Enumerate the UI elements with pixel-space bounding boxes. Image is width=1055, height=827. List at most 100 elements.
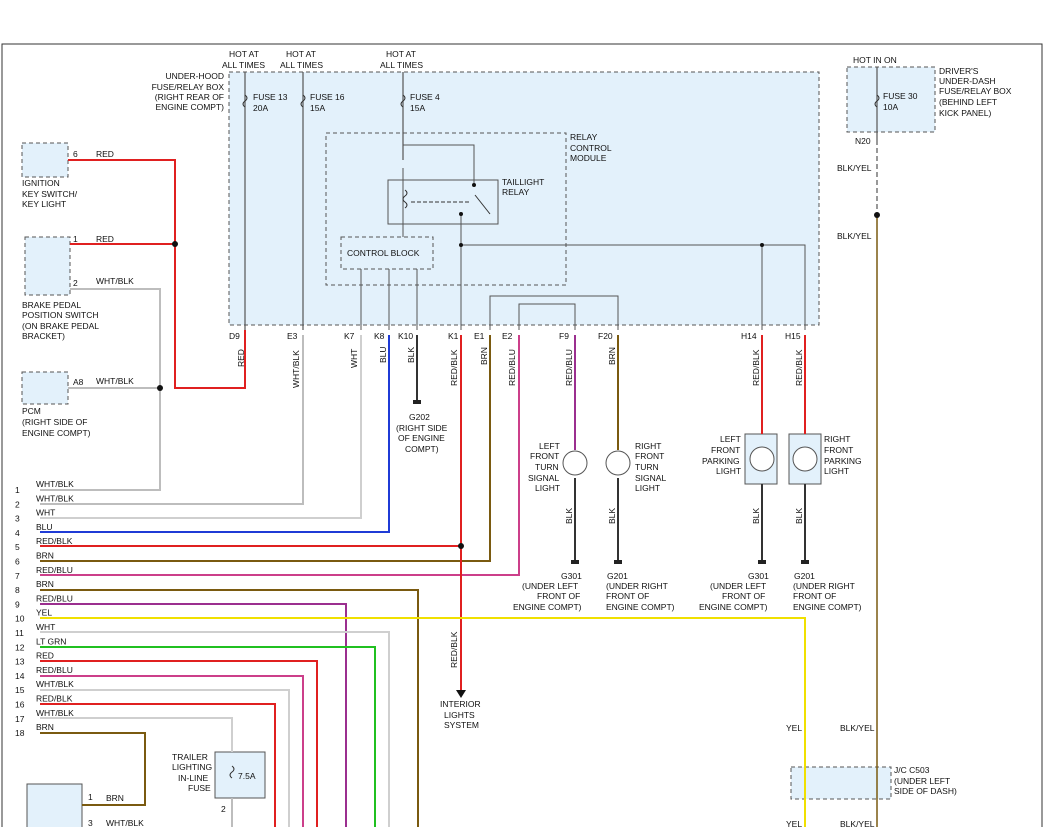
harness-pin-number: 1: [15, 485, 20, 495]
harness-11: [40, 631, 390, 827]
lbl-fuse4: FUSE 4: [410, 92, 440, 102]
lbl-e1: E1: [474, 331, 485, 341]
lbl-hot2a: HOT AT: [286, 49, 316, 59]
lbl-p3: 3: [88, 818, 93, 827]
harness-3: [40, 335, 362, 519]
harness-wire-label: BRN: [36, 579, 54, 589]
lbl-control-block: CONTROL BLOCK: [347, 248, 420, 258]
lbl-fuse13a: 20A: [253, 103, 268, 113]
lbl-drv5: KICK PANEL): [939, 108, 991, 118]
harness-pin-number: 14: [15, 671, 25, 681]
lbl-fuse13: FUSE 13: [253, 92, 288, 102]
lbl-g201e: G201: [794, 571, 815, 581]
lbl-lfp2: FRONT: [711, 445, 740, 455]
jc-c503: [790, 766, 892, 800]
lbl-h14: H14: [741, 331, 757, 341]
harness-wire-label: RED: [36, 651, 54, 661]
lbl-w-whtblk2: WHT/BLK: [96, 376, 134, 386]
lbl-fuse16a: 15A: [310, 103, 325, 113]
harness-wire-label: RED/BLK: [36, 536, 73, 546]
harness-pin-number: 9: [15, 599, 20, 609]
lbl-drv1: DRIVER'S: [939, 66, 979, 76]
harness-rows: 1WHT/BLK2WHT/BLK3WHT4BLU5RED/BLK6BRN7RED…: [15, 479, 74, 738]
lbl-underhood1: UNDER-HOOD: [165, 71, 224, 81]
lbl-tr3: IN-LINE: [178, 773, 209, 783]
harness-13: [40, 660, 318, 827]
lbl-lft4: SIGNAL: [528, 473, 559, 483]
lbl-g301c: FRONT OF: [537, 591, 580, 601]
lbl-fuse30: FUSE 30: [883, 91, 918, 101]
lbl-hoton: HOT IN ON: [853, 55, 897, 65]
harness-wire-label: WHT/BLK: [36, 679, 74, 689]
lbl-pin1: 1: [73, 234, 78, 244]
lbl-blkyel2: BLK/YEL: [837, 231, 872, 241]
lbl-p1: 1: [88, 792, 93, 802]
harness-wire-label: RED/BLK: [36, 694, 73, 704]
lbl-blkyel1: BLK/YEL: [837, 163, 872, 173]
harness-wire-label: RED/BLU: [36, 565, 73, 575]
lbl-w-red1: RED: [96, 149, 114, 159]
lbl-g201c: FRONT OF: [606, 591, 649, 601]
harness-pin-number: 10: [15, 614, 25, 624]
lbl-w-red2: RED: [96, 234, 114, 244]
harness-pin-number: 2: [15, 499, 20, 509]
lbl-drv4: (BEHIND LEFT: [939, 97, 997, 107]
lbl-v-redblu2: RED/BLU: [564, 349, 574, 386]
lbl-bp1: BRAKE PEDAL: [22, 300, 81, 310]
lbl-rfp3: PARKING: [824, 456, 862, 466]
lbl-v-red: RED: [236, 349, 246, 367]
harness-wire-label: YEL: [36, 608, 52, 618]
lbl-ign2: KEY SWITCH/: [22, 189, 78, 199]
lbl-blkyel3: BLK/YEL: [840, 723, 875, 733]
lbl-g301b: (UNDER LEFT: [522, 581, 578, 591]
lbl-yel-a: YEL: [786, 723, 802, 733]
lbl-hot3b: ALL TIMES: [380, 60, 423, 70]
lbl-g202b: (RIGHT SIDE: [396, 423, 448, 433]
lbl-v-blk4: BLK: [794, 508, 804, 524]
lbl-underhood3: (RIGHT REAR OF: [155, 92, 224, 102]
driver-under-dash-fuse-box: [846, 66, 936, 133]
lbl-bot-whtblk: WHT/BLK: [106, 818, 144, 827]
lbl-g202c: OF ENGINE: [398, 433, 445, 443]
lbl-v-blk1: BLK: [564, 508, 574, 524]
lbl-v-blk: BLK: [406, 347, 416, 363]
harness-4: [40, 335, 390, 533]
lbl-fuse30a: 10A: [883, 102, 898, 112]
lbl-tr2: LIGHTING: [172, 762, 212, 772]
lbl-pcm1: PCM: [22, 406, 41, 416]
lbl-pin2: 2: [73, 278, 78, 288]
lbl-int2: LIGHTS: [444, 710, 475, 720]
lbl-tr4: FUSE: [188, 783, 211, 793]
lbl-hot1a: HOT AT: [229, 49, 259, 59]
lbl-jc3: SIDE OF DASH): [894, 786, 957, 796]
lbl-rfp1: RIGHT: [824, 434, 850, 444]
lbl-a8: A8: [73, 377, 84, 387]
control-block: [340, 236, 434, 270]
harness-wire-label: WHT/BLK: [36, 479, 74, 489]
harness-pin-number: 15: [15, 685, 25, 695]
splice-dots: [157, 183, 880, 549]
lbl-hot1b: ALL TIMES: [222, 60, 265, 70]
lbl-f9: F9: [559, 331, 569, 341]
harness-wire-label: WHT: [36, 508, 55, 518]
harness-9: [40, 603, 347, 827]
lbl-v-blk3: BLK: [751, 508, 761, 524]
lbl-k10: K10: [398, 331, 413, 341]
lbl-lft5: LIGHT: [535, 483, 560, 493]
harness-8: [40, 589, 419, 827]
harness-wire-label: BRN: [36, 551, 54, 561]
wire-ign-red: [68, 159, 246, 389]
lbl-d9: D9: [229, 331, 240, 341]
harness-6: [40, 335, 491, 562]
lbl-lfp4: LIGHT: [716, 466, 741, 476]
lbl-g201d: ENGINE COMPT): [606, 602, 675, 612]
lbl-f20: F20: [598, 331, 613, 341]
lbl-underhood2: FUSE/RELAY BOX: [152, 82, 225, 92]
lbl-hot2b: ALL TIMES: [280, 60, 323, 70]
lbl-v-redblk2: RED/BLK: [751, 349, 761, 386]
lbl-pin6: 6: [73, 149, 78, 159]
lbl-pcm2: (RIGHT SIDE OF: [22, 417, 88, 427]
lbl-tr1: TRAILER: [172, 752, 208, 762]
lbl-g201f: (UNDER RIGHT: [793, 581, 855, 591]
